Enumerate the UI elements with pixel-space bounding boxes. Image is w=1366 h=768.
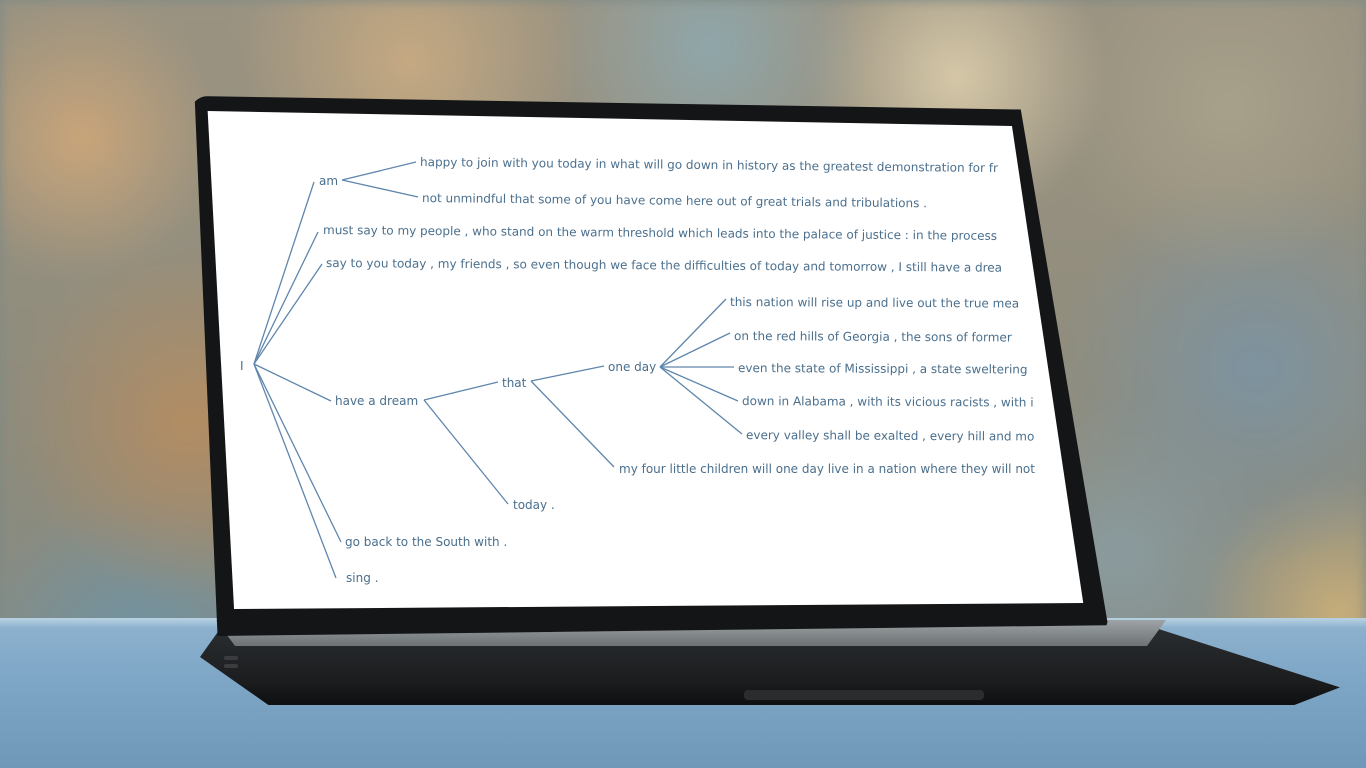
laptop-front-lip [744,690,984,700]
laptop-screen [207,111,1084,609]
laptop-port [224,656,238,660]
laptop-port [224,664,238,668]
